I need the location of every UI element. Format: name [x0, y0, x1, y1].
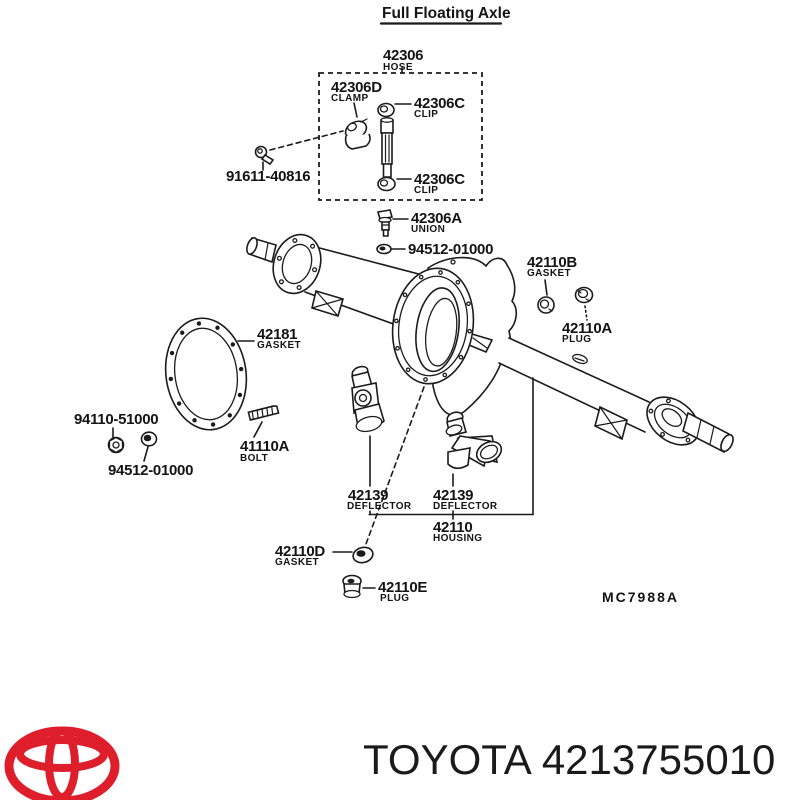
- toyota-logo: [4, 726, 120, 800]
- label-deflector-left-number: 42139: [348, 487, 388, 504]
- label-plug-42110a-number: 42110A: [562, 320, 612, 337]
- label-bolt-91611-number: 91611-40816: [226, 168, 310, 185]
- leader-lines: [112, 66, 588, 589]
- label-bolt-41110a-number: 41110A: [240, 438, 290, 455]
- hose-part: [377, 102, 396, 192]
- deflector-right-part: [445, 411, 503, 470]
- label-housing-name: HOUSING: [433, 533, 482, 544]
- right-spring-bracket: [594, 405, 628, 441]
- label-washer-lower-number: 94512-01000: [108, 462, 193, 479]
- plug-42110a-part: [574, 286, 594, 304]
- washer-94512-part-upper: [376, 243, 392, 255]
- hose-assembly-box: [318, 72, 483, 201]
- label-gasket-42181-number: 42181: [257, 326, 297, 343]
- gasket-42110d-part: [352, 546, 374, 564]
- label-gasket-42110d-number: 42110D: [275, 543, 325, 560]
- label-clamp-name: CLAMP: [331, 93, 369, 104]
- label-union-number: 42306A: [411, 210, 462, 227]
- label-clamp-number: 42306D: [331, 79, 382, 96]
- nut-94110-part: [107, 436, 125, 454]
- label-plug-42110e-number: 42110E: [378, 579, 427, 596]
- gasket-42110b-part: [537, 296, 555, 314]
- label-nut-94110-number: 94110-51000: [74, 411, 158, 428]
- label-deflector-right-number: 42139: [433, 487, 473, 504]
- gasket-42181-part: [164, 317, 248, 431]
- axle-housing-drawing: [246, 233, 734, 454]
- label-clip-bottom-name: CLIP: [414, 185, 438, 196]
- part-labels: 42306 HOSE 42306D CLAMP 42306C CLIP 4230…: [74, 47, 679, 605]
- toyota-logo-vertical-ellipse: [45, 727, 79, 800]
- housing-stud: [450, 259, 456, 265]
- label-clip-bottom-number: 42306C: [414, 171, 465, 188]
- label-union-name: UNION: [411, 224, 445, 235]
- diagram-title: Full Floating Axle: [382, 5, 511, 22]
- brand-text: TOYOTA: [363, 736, 532, 783]
- label-plug-42110a-name: PLUG: [562, 334, 591, 345]
- label-gasket-42110b-name: GASKET: [527, 268, 571, 279]
- label-bolt-41110a-name: BOLT: [240, 453, 268, 464]
- label-gasket-42110d-name: GASKET: [275, 557, 319, 568]
- drawing-code: MC7988A: [602, 589, 679, 605]
- bolt-91611-part: [254, 145, 275, 166]
- label-plug-42110e-name: PLUG: [380, 593, 409, 604]
- bolt-41110a-part: [247, 405, 280, 421]
- label-washer-upper-number: 94512-01000: [408, 241, 493, 258]
- left-axle-flange: [272, 233, 322, 295]
- clamp-part: [344, 118, 371, 150]
- toyota-logo-horizontal-ellipse: [16, 736, 108, 772]
- label-gasket-42181-name: GASKET: [257, 340, 301, 351]
- right-spline-end: [682, 411, 734, 454]
- label-clip-top-name: CLIP: [414, 109, 438, 120]
- axle-parts-diagram: Full Floating Axle: [74, 5, 734, 605]
- breather-fitting: [572, 353, 588, 365]
- union-part: [376, 209, 394, 237]
- washer-94512-part-lower: [140, 431, 158, 447]
- deflector-left-part: [351, 365, 385, 433]
- label-gasket-42110b-number: 42110B: [527, 254, 577, 271]
- right-axle-tube-fill: [499, 338, 650, 433]
- label-clip-top-number: 42306C: [414, 95, 465, 112]
- label-hose-name: HOSE: [383, 62, 413, 73]
- left-spring-bracket: [311, 289, 344, 318]
- housing-ring-face: [391, 267, 475, 385]
- label-hose-number: 42306: [383, 47, 423, 64]
- label-deflector-right-name: DEFLECTOR: [433, 501, 498, 512]
- left-spline-end: [246, 236, 277, 264]
- label-housing-number: 42110: [433, 519, 472, 536]
- part-number-text: 4213755010: [541, 736, 776, 783]
- plug-42110e-part: [342, 574, 362, 599]
- label-deflector-left-name: DEFLECTOR: [347, 501, 412, 512]
